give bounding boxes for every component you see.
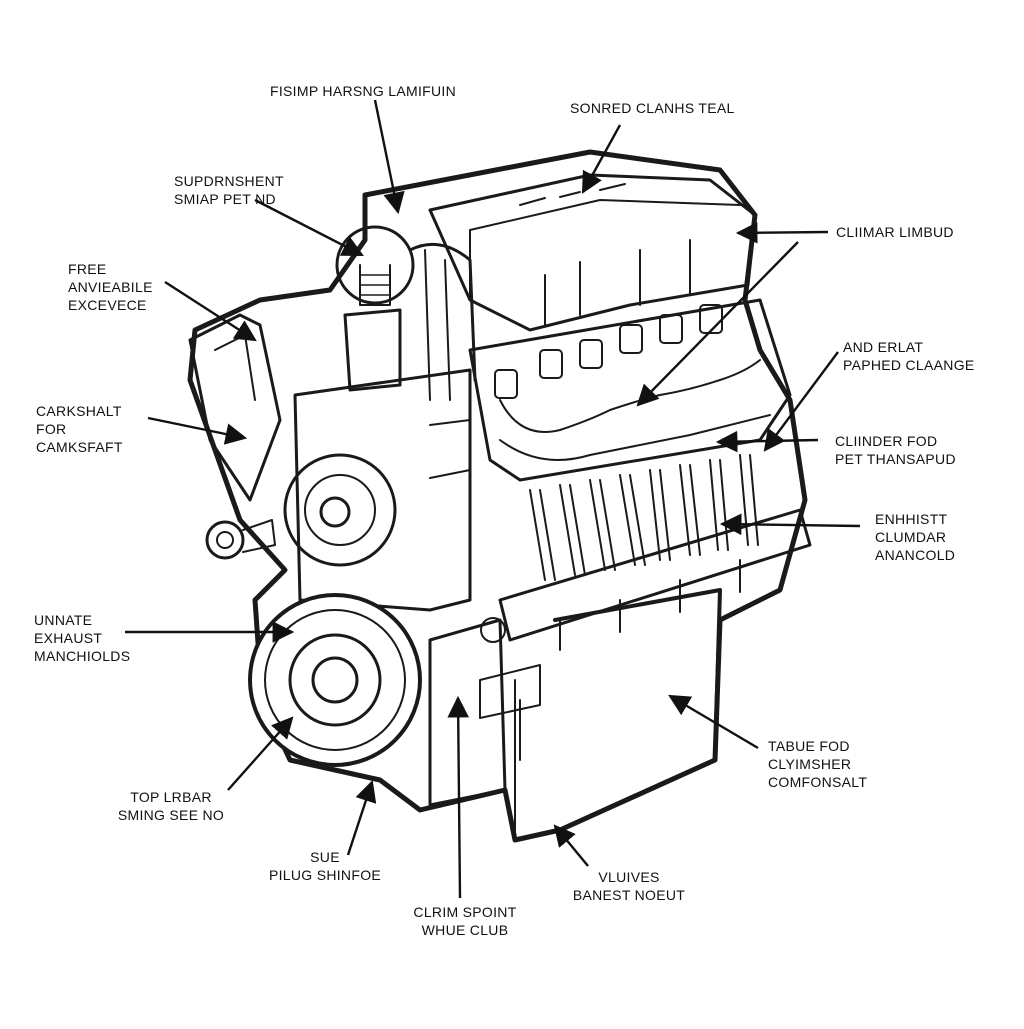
label-free-line1: FREE xyxy=(68,261,107,277)
label-sue: SUE PILUG SHINFOE xyxy=(260,848,390,884)
label-tabue-line3: COMFONSALT xyxy=(768,774,868,790)
label-vluives-line2: BANEST NOEUT xyxy=(572,887,686,903)
label-fisimp-text: FISIMP HARSNG LAMIFUIN xyxy=(270,83,457,99)
label-sonred-text: SONRED CLANHS TEAL xyxy=(570,100,735,116)
label-free-line2: ANVIEABILE xyxy=(68,279,153,295)
engine-block xyxy=(187,149,812,843)
label-unnate-line2: EXHAUST xyxy=(34,630,103,646)
leader-clrim xyxy=(447,695,469,899)
label-carkshalt-line1: CARKSHALT xyxy=(36,403,122,419)
leader-and-erlat xyxy=(763,351,839,452)
leader-free xyxy=(164,280,257,342)
label-sonred: SONRED CLANHS TEAL xyxy=(570,99,735,117)
leader-cliimar-b xyxy=(636,241,799,407)
leader-carkshalt xyxy=(147,416,248,445)
label-tabue: TABUE FOD CLYIMSHER COMFONSALT xyxy=(768,737,867,791)
label-carkshalt-line2: FOR xyxy=(36,421,67,437)
leader-vluives xyxy=(553,824,589,867)
label-supdrnshent: SUPDRNSHENT SMIAP PET ND xyxy=(174,172,284,208)
label-and-erlat-line1: AND ERLAT xyxy=(843,339,924,355)
label-clinder-line1: CLIINDER FOD xyxy=(835,433,938,449)
label-supdrnshent-line1: SUPDRNSHENT xyxy=(174,173,284,189)
label-sue-line2: PILUG SHINFOE xyxy=(268,867,382,883)
leader-top-lrbar xyxy=(227,716,294,791)
leader-enhhistt xyxy=(719,513,861,536)
leader-sonred xyxy=(581,124,622,194)
leader-cliimar-a xyxy=(735,221,829,244)
leader-supdrnshent xyxy=(254,198,364,257)
label-clrim-line2: WHUE CLUB xyxy=(421,922,509,938)
label-top-lrbar: TOP LRBAR SMING SEE NO xyxy=(108,788,234,824)
label-unnate-line1: UNNATE xyxy=(34,612,93,628)
label-tabue-line1: TABUE FOD xyxy=(768,738,850,754)
label-top-lrbar-line2: SMING SEE NO xyxy=(117,807,225,823)
label-clrim: CLRIM SPOINT WHUE CLUB xyxy=(405,903,525,939)
label-supdrnshent-line2: SMIAP PET ND xyxy=(174,191,276,207)
label-cliimar-text: CLIIMAR LIMBUD xyxy=(836,224,954,240)
label-free-line3: EXCEVECE xyxy=(68,297,147,313)
leader-fisimp xyxy=(373,99,405,215)
label-enhhistt-line3: ANANCOLD xyxy=(875,547,956,563)
label-fisimp: FISIMP HARSNG LAMIFUIN xyxy=(270,82,456,100)
label-vluives-line1: VLUIVES xyxy=(598,869,660,885)
label-unnate-line3: MANCHIOLDS xyxy=(34,648,131,664)
label-and-erlat: AND ERLAT PAPHED CLAANGE xyxy=(843,338,975,374)
leader-tabue xyxy=(668,694,759,750)
label-carkshalt: CARKSHALT FOR CAMKSFAFT xyxy=(36,402,123,456)
label-top-lrbar-line1: TOP LRBAR xyxy=(130,789,212,805)
label-clrim-line1: CLRIM SPOINT xyxy=(413,904,517,920)
label-free: FREE ANVIEABILE EXCEVECE xyxy=(68,260,153,314)
label-clinder-line2: PET THANSAPUD xyxy=(835,451,956,467)
label-unnate: UNNATE EXHAUST MANCHIOLDS xyxy=(34,611,130,665)
label-sue-line1: SUE xyxy=(310,849,340,865)
label-tabue-line2: CLYIMSHER xyxy=(768,756,852,772)
leader-lines xyxy=(125,99,861,899)
label-carkshalt-line3: CAMKSFAFT xyxy=(36,439,123,455)
leader-sue xyxy=(346,779,377,856)
label-enhhistt-line1: ENHHISTT xyxy=(875,511,948,527)
label-and-erlat-line2: PAPHED CLAANGE xyxy=(843,357,975,373)
label-enhhistt-line2: CLUMDAR xyxy=(875,529,947,545)
label-enhhistt: ENHHISTT CLUMDAR ANANCOLD xyxy=(875,510,955,564)
label-vluives: VLUIVES BANEST NOEUT xyxy=(565,868,693,904)
label-clinder: CLIINDER FOD PET THANSAPUD xyxy=(835,432,956,468)
label-cliimar: CLIIMAR LIMBUD xyxy=(836,223,954,241)
